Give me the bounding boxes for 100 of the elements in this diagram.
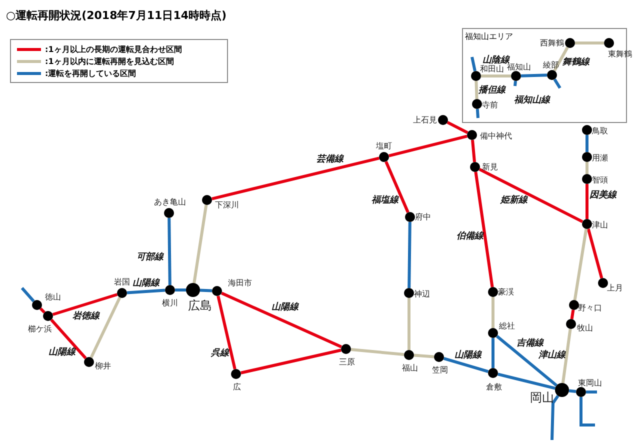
- station-name: 岩国: [114, 276, 130, 288]
- station-name: 鳥取: [592, 126, 608, 136]
- station-name: 福知山: [507, 62, 531, 72]
- station-name: 府中: [415, 212, 431, 222]
- station-name: 神辺: [414, 288, 430, 300]
- rail-line: [446, 120, 468, 134]
- station-name: 倉敷: [486, 382, 502, 392]
- line-name: 呉線: [211, 347, 229, 360]
- station-name: 野々口: [578, 302, 602, 314]
- line-name: 山陽線: [48, 346, 76, 358]
- rail-line: [384, 161, 410, 213]
- rail-line: [553, 78, 562, 89]
- rail-line: [478, 168, 584, 224]
- station-name: 櫛ケ浜: [28, 324, 52, 334]
- line-name: 舞鶴線: [562, 56, 590, 68]
- rail-line: [470, 56, 476, 72]
- rail-line: [481, 74, 511, 78]
- line-name: 吉備線: [516, 336, 544, 350]
- station-name: 福山: [402, 362, 418, 374]
- rail-line: [498, 372, 556, 390]
- rail-line: [408, 298, 410, 350]
- rail-line: [200, 288, 212, 292]
- rail-line: [52, 293, 118, 316]
- rail-line: [20, 287, 35, 302]
- rail-line: [192, 204, 208, 284]
- station-name: 寺前: [482, 100, 498, 110]
- station-name: 総社: [499, 320, 515, 332]
- rail-line: [408, 222, 412, 288]
- rail-line: [496, 335, 558, 387]
- rail-line: [575, 42, 604, 44]
- station-name: 豪渓: [498, 286, 514, 298]
- rail-line: [550, 394, 560, 440]
- station-name: 横川: [162, 298, 178, 308]
- station-name: 和田山: [480, 64, 504, 74]
- station-name: 三原: [339, 356, 355, 368]
- line-name: 可部線: [136, 250, 164, 264]
- rail-line: [580, 397, 595, 426]
- rail-line: [586, 228, 604, 279]
- line-name: 山陰線: [482, 54, 510, 66]
- station-name: あき亀山: [154, 196, 186, 208]
- station-name: 柳井: [95, 360, 111, 372]
- rail-line: [216, 296, 236, 370]
- rail-line: [561, 328, 572, 384]
- title: ○運転再開状況(2018年7月11日14時時点): [6, 8, 227, 23]
- line-name: 姫新線: [500, 194, 528, 206]
- rail-line: [126, 288, 166, 294]
- station-name: 上石見: [413, 114, 437, 126]
- rail-line: [586, 162, 588, 174]
- rail-line: [471, 140, 476, 162]
- line-name: 福塩線: [372, 194, 398, 206]
- rail-line: [39, 307, 46, 314]
- rail-line: [350, 348, 404, 356]
- rail-line: [520, 74, 548, 78]
- station-name: 塩町: [376, 140, 392, 152]
- rail-line: [212, 156, 380, 200]
- rail-line: [573, 228, 588, 300]
- rail-line: [492, 297, 494, 328]
- legend-text: :運転を再開している区間: [45, 68, 136, 78]
- station-name: 智頭: [592, 174, 608, 186]
- station-name: 東舞鶴: [608, 48, 632, 60]
- line-name: 山陽線: [454, 348, 482, 362]
- station-name: 備中神代: [480, 130, 512, 142]
- rail-line: [220, 292, 342, 348]
- rail-line: [586, 390, 597, 394]
- rail-line: [474, 80, 478, 100]
- legend-text: :1ヶ月以内に運転再開を見込む区間: [45, 56, 174, 66]
- rail-line: [168, 218, 172, 286]
- rail-line: [492, 338, 494, 368]
- area-title: 福知山エリア: [465, 31, 513, 42]
- rail-line: [474, 172, 494, 288]
- station-name: 岡山: [530, 390, 554, 406]
- rail-line: [568, 389, 576, 393]
- rail-line: [570, 310, 575, 320]
- station-name: 綾部: [543, 60, 559, 70]
- line-name: 伯備線: [456, 230, 484, 242]
- station-name: 西舞鶴: [540, 38, 564, 48]
- rail-line: [414, 354, 434, 358]
- rail-line: [90, 296, 122, 358]
- rail-line: [586, 184, 588, 219]
- station-name: 津山: [592, 220, 608, 230]
- station-name: 東岡山: [578, 378, 602, 388]
- line-name: 津山線: [538, 348, 566, 362]
- station-name: 徳山: [45, 292, 61, 302]
- rail-line: [553, 46, 569, 72]
- station-name: 牧山: [577, 322, 593, 334]
- line-name: 福知山線: [514, 94, 550, 106]
- station-name: 笠岡: [432, 364, 448, 376]
- station-name: 下深川: [215, 200, 239, 210]
- station-name: 新見: [482, 162, 498, 172]
- rail-line: [586, 135, 588, 152]
- rail-line: [175, 288, 186, 292]
- station-name: 広島: [188, 298, 212, 314]
- line-name: 山陽線: [272, 300, 298, 314]
- line-name: 因美線: [590, 188, 616, 202]
- rail-line: [388, 134, 468, 158]
- line-name: 山陽線: [132, 276, 160, 290]
- line-name: 芸備線: [316, 153, 344, 166]
- station-name: 海田市: [228, 278, 252, 288]
- station-name: 用瀬: [592, 152, 608, 164]
- station-name: 上月: [607, 282, 623, 294]
